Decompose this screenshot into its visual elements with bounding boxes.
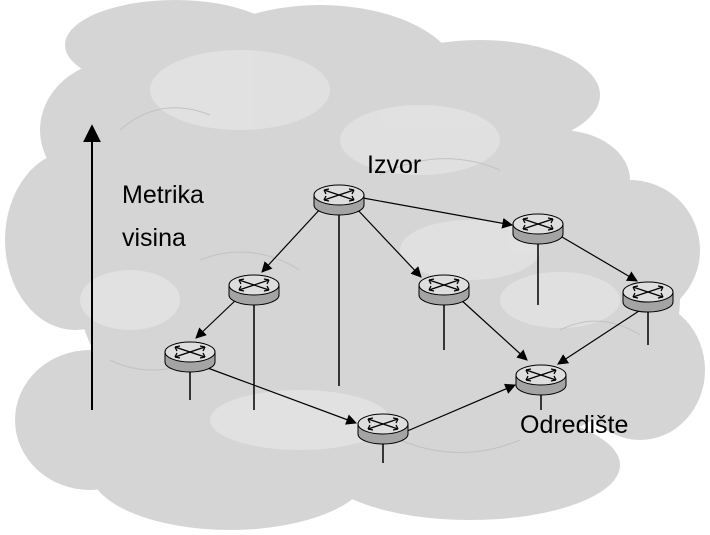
link-r3-to-r7 xyxy=(204,366,358,425)
link-r4-to-dest xyxy=(459,298,528,361)
router-icon xyxy=(164,341,216,373)
destination-label: Odredište xyxy=(520,411,629,439)
cloud-background xyxy=(5,0,705,530)
router-icon xyxy=(515,364,567,396)
router-icon xyxy=(418,274,470,306)
link-r6-to-dest xyxy=(557,308,643,365)
link-r5-to-r6 xyxy=(561,236,638,282)
router-stems xyxy=(189,208,649,463)
source-label: Izvor xyxy=(367,151,422,179)
link-izvor-to-r2 xyxy=(261,206,323,273)
link-izvor-to-r4 xyxy=(354,206,422,278)
router-icon xyxy=(357,413,409,445)
link-r2-to-r3 xyxy=(195,297,239,339)
router-icon xyxy=(622,281,674,313)
router-icon xyxy=(313,184,365,216)
link-izvor-to-r5 xyxy=(362,197,514,229)
router-icon xyxy=(228,274,280,306)
link-r7-to-dest xyxy=(404,383,516,433)
metric-label-line2: visina xyxy=(122,224,186,252)
metric-label-line1: Metrika xyxy=(122,181,204,209)
routing-links xyxy=(195,197,643,433)
router-icon xyxy=(512,213,564,245)
